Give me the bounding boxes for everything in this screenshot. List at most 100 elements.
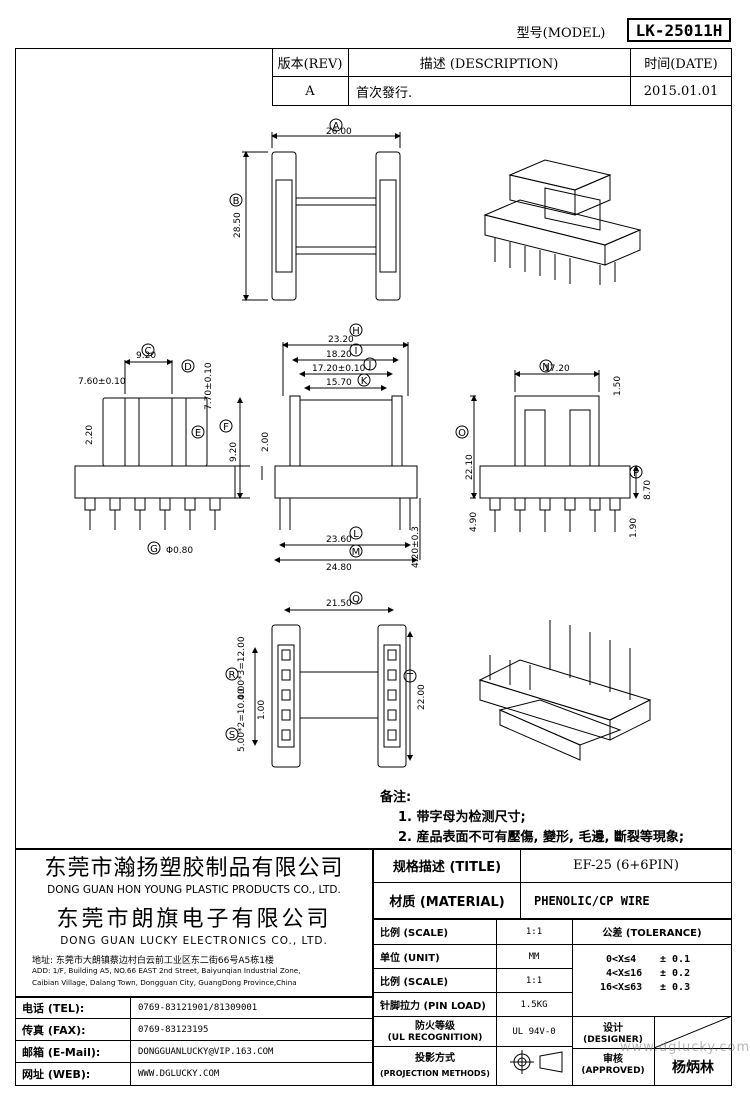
mark-o: O: [458, 428, 466, 439]
dim-l: 23.60: [326, 535, 352, 545]
dim-190: 1.90: [629, 518, 639, 538]
mark-q: Q: [352, 594, 360, 605]
dim-200: 2.00: [261, 432, 271, 452]
scale-label-1: 比例 (SCALE): [380, 928, 449, 939]
mark-j: J: [368, 360, 372, 371]
unit-label: 单位 (UNIT): [380, 953, 440, 964]
top-view: [242, 132, 401, 301]
rev-value: A: [305, 84, 315, 99]
mark-b: B: [233, 196, 240, 207]
email-label: 邮箱 (E-Mail):: [22, 1045, 101, 1059]
dim-n: 17.20: [544, 364, 570, 374]
approved-label-cn: 审核: [603, 1053, 623, 1065]
tolerance-value-1: ± 0.1: [660, 954, 691, 965]
mark-d: D: [184, 362, 192, 373]
mark-a: A: [333, 121, 340, 132]
material-label: 材质 (MATERIAL): [389, 895, 505, 910]
company-name-1-en: DONG GUAN HON YOUNG PLASTIC PRODUCTS CO.…: [47, 884, 341, 896]
approved-label-en: (APPROVED): [581, 1066, 645, 1076]
web-label: 网址 (WEB):: [22, 1067, 91, 1081]
bottom-view: [252, 607, 413, 768]
dim-b: 28.50: [233, 212, 243, 238]
tolerance-range-2: 4<X≤16: [606, 968, 643, 979]
designer-empty-cell: [654, 1016, 732, 1048]
dim-920: 9.20: [229, 442, 239, 462]
dim-a: 26.00: [326, 127, 352, 137]
mark-l: L: [353, 529, 359, 540]
tolerance-title: 公差 (TOLERANCE): [602, 928, 702, 939]
mark-k: K: [361, 376, 368, 387]
mark-g: G: [150, 544, 158, 555]
dim-q: 21.50: [326, 599, 352, 609]
address-en-1: ADD: 1/F, Building A5, NO.66 EAST 2nd St…: [32, 966, 301, 975]
end-view: [470, 370, 639, 532]
scale-value-1: 1:1: [525, 926, 543, 937]
notes-title: 备注:: [380, 790, 412, 805]
email-value: DONGGUANLUCKY@VIP.163.COM: [138, 1046, 274, 1057]
dim-s: 5.00*2=10.00: [237, 688, 247, 752]
dim-100: 1.00: [257, 700, 267, 720]
mark-h: H: [352, 326, 360, 337]
tolerance-value-2: ± 0.2: [660, 968, 691, 979]
date-value: 2015.01.01: [643, 84, 719, 99]
projection-label-en: (PROJECTION METHODS): [380, 1068, 490, 1078]
isometric-view-top: [483, 159, 642, 285]
pin-load-value: 1.5KG: [520, 999, 548, 1010]
tel-label: 电话 (TEL):: [22, 1001, 85, 1015]
ul-label-en: (UL RECOGNITION): [387, 1033, 483, 1043]
mark-t: T: [406, 672, 414, 683]
mark-s: S: [229, 730, 235, 741]
dim-t: 22.00: [417, 684, 427, 710]
scale-value-2: 1:1: [525, 975, 543, 986]
ul-value: UL 94V-0: [512, 1026, 556, 1037]
ul-label-cn: 防火等级: [415, 1020, 455, 1032]
tolerance-range-1: 0<X≤4: [606, 954, 637, 965]
description-header: 描述 (DESCRIPTION): [419, 56, 559, 72]
dim-420: 4.20±0.3: [411, 526, 421, 568]
side-view: [74, 359, 250, 530]
isometric-view-bottom: [478, 620, 652, 761]
projection-symbol: [510, 1050, 563, 1074]
note-1: 1. 带字母为检测尺寸;: [398, 810, 526, 825]
mark-m: M: [352, 547, 361, 558]
model-label: 型号(MODEL): [516, 25, 606, 41]
watermark: www.dglucky.com: [620, 1040, 750, 1055]
mark-n: N: [542, 362, 549, 373]
dim-760: 7.60±0.10: [78, 377, 126, 387]
dim-h: 23.20: [328, 335, 354, 345]
pin-load-label: 针脚拉力 (PIN LOAD): [380, 1001, 486, 1012]
dim-150: 1.50: [613, 376, 623, 396]
tolerance-range-3: 16<X≤63: [600, 982, 643, 993]
mark-p: P: [633, 468, 639, 479]
dim-j: 17.20±0.10: [312, 364, 366, 374]
mark-r: R: [229, 670, 236, 681]
dim-k: 15.70: [326, 378, 352, 388]
mark-e: E: [195, 428, 201, 439]
dim-r: 4.00*3=12.00: [237, 636, 247, 700]
tel-value: 0769-83121901/81309001: [138, 1002, 258, 1013]
dim-o: 22.10: [465, 454, 475, 480]
material-value: PHENOLIC/CP WIRE: [534, 893, 650, 908]
note-2: 2. 産品表面不可有壓傷, 變形, 毛邊, 斷裂等現象;: [398, 830, 685, 845]
fax-value: 0769-83123195: [138, 1024, 209, 1035]
dim-p: 8.70: [643, 480, 653, 500]
company-name-2-en: DONG GUAN LUCKY ELECTRONICS CO., LTD.: [60, 935, 328, 947]
model-number: LK-25011H: [627, 18, 731, 42]
date-header: 时间(DATE): [644, 56, 718, 72]
title-value: EF-25 (6+6PIN): [573, 858, 679, 873]
tolerance-value-3: ± 0.3: [660, 982, 691, 993]
unit-value: MM: [528, 951, 540, 962]
address-en-2: Caibian Village, Dalang Town, Dongguan C…: [32, 978, 297, 987]
designer-label-en: (DESIGNER): [583, 1035, 643, 1045]
approved-name: 杨炳林: [672, 1059, 714, 1076]
dim-g: Φ0.80: [166, 546, 193, 556]
company-name-1-cn: 东莞市瀚扬塑胶制品有限公司: [44, 856, 344, 880]
title-label: 规格描述 (TITLE): [392, 860, 502, 875]
rev-header: 版本(REV): [277, 56, 343, 72]
web-value: WWW.DGLUCKY.COM: [138, 1068, 220, 1079]
mark-i: I: [355, 346, 358, 357]
dim-m: 24.80: [326, 563, 352, 573]
scale-label-2: 比例 (SCALE): [380, 977, 449, 988]
front-view: [261, 342, 421, 563]
